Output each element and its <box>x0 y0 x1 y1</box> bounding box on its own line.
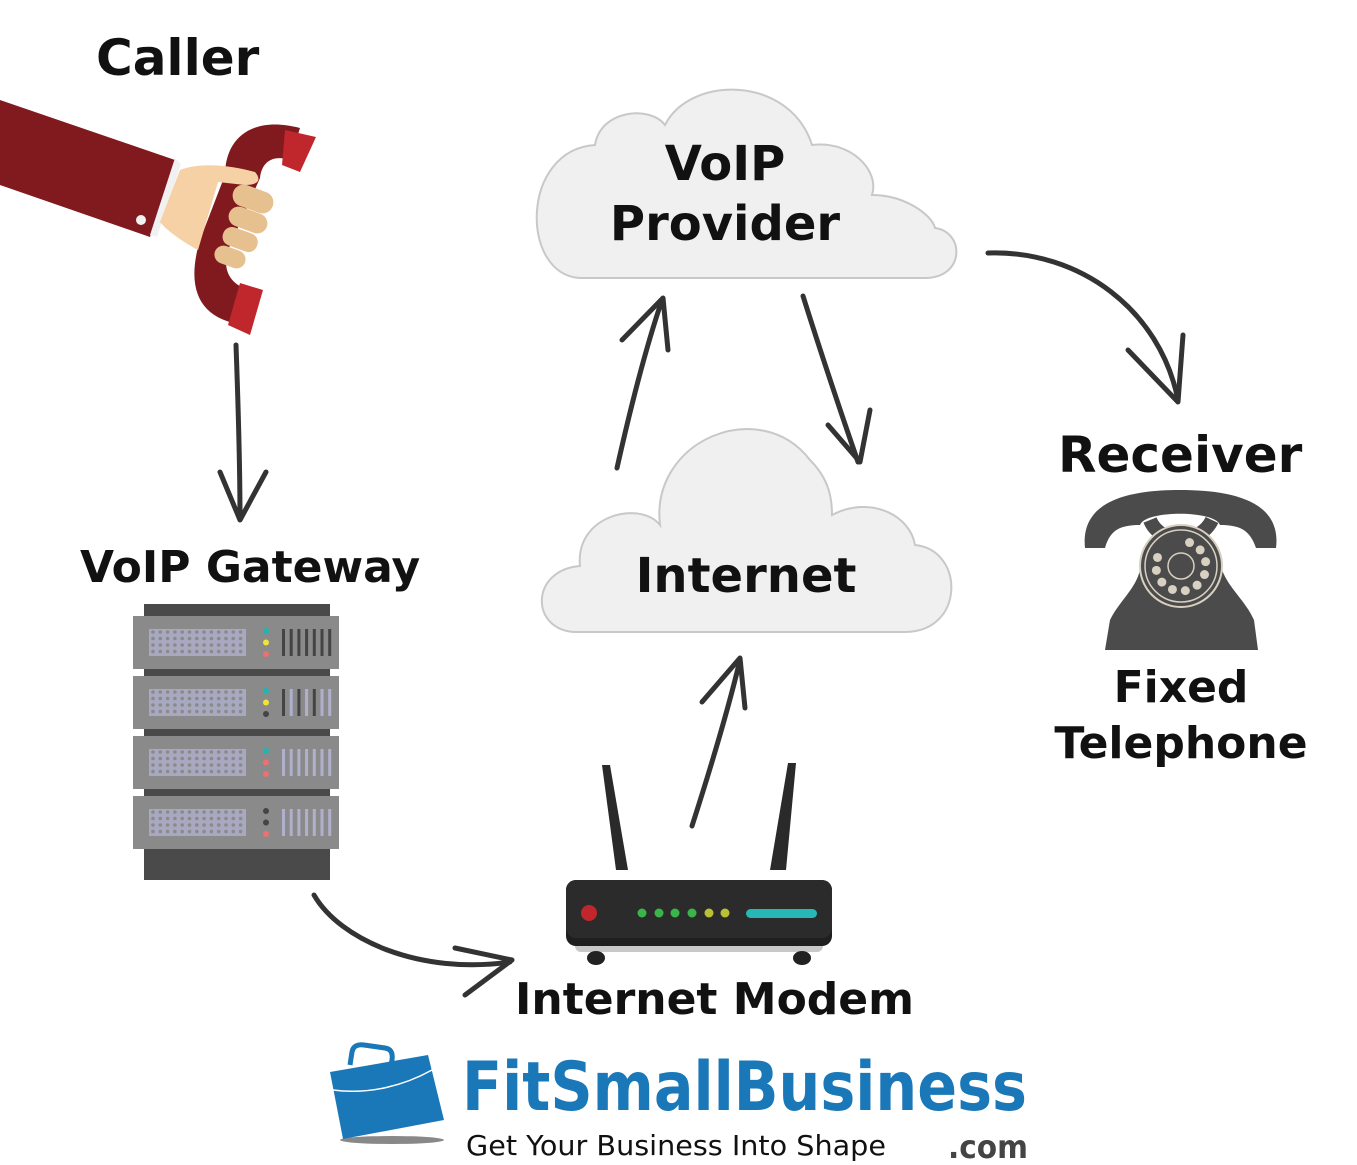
arrow-provider-to-receiver <box>985 250 1186 405</box>
logo-brand-text: FitSmallBusiness <box>462 1048 1027 1127</box>
voip-provider-label-line1: VoIP <box>665 136 786 192</box>
logo-tld: .com <box>948 1128 1028 1165</box>
arrow-provider-to-internet <box>800 293 873 465</box>
arrow-modem-to-internet <box>689 655 748 829</box>
internet-cloud-icon <box>540 428 953 633</box>
fixed-telephone-label-line2: Telephone <box>1054 718 1307 769</box>
logo-tagline: Get Your Business Into Shape <box>466 1129 886 1162</box>
briefcase-icon <box>330 1042 444 1144</box>
internet-label: Internet <box>636 548 857 604</box>
caller-hand-phone-icon <box>0 100 316 335</box>
voip-provider-label-line2: Provider <box>610 196 840 252</box>
voip-gateway-label: VoIP Gateway <box>80 542 420 593</box>
arrow-internet-to-provider <box>614 295 671 471</box>
receiver-label: Receiver <box>1058 426 1303 484</box>
internet-modem-label: Internet Modem <box>515 974 914 1025</box>
server-rack-icon <box>133 604 339 880</box>
fixed-telephone-icon <box>1084 490 1277 650</box>
internet-modem-icon <box>566 763 832 965</box>
fixed-telephone-label-line1: Fixed <box>1114 662 1249 713</box>
fitsmallbusiness-logo[interactable]: FitSmallBusiness Get Your Business Into … <box>330 1042 1028 1165</box>
arrow-gateway-to-modem <box>311 892 515 998</box>
arrow-caller-to-gateway <box>217 342 269 523</box>
voip-provider-cloud-icon <box>535 88 958 279</box>
caller-label: Caller <box>96 29 260 87</box>
